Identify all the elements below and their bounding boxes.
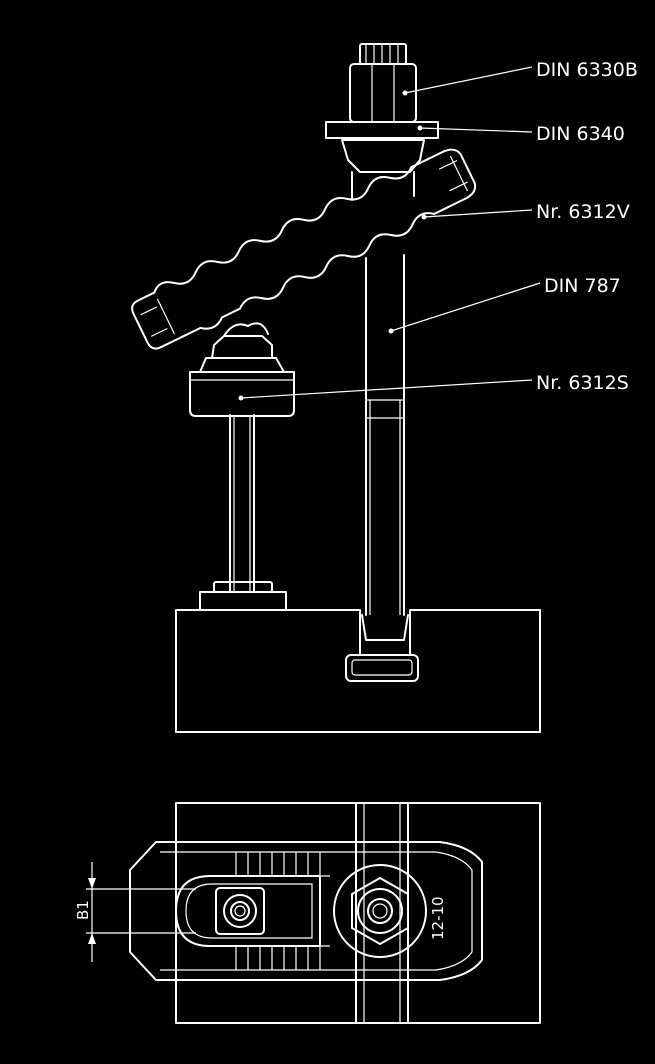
label-nr-6312v: Nr. 6312V xyxy=(536,201,630,223)
part-marking: 12-10 xyxy=(429,896,447,940)
clamp-bar xyxy=(131,148,477,350)
t-slot-nut xyxy=(345,654,419,682)
label-nr-6312s: Nr. 6312S xyxy=(536,372,629,394)
top-view: 12-10 B1 xyxy=(74,802,541,1024)
support-column xyxy=(199,414,287,611)
label-din-787: DIN 787 xyxy=(544,275,621,297)
stud xyxy=(361,254,409,641)
label-din-6340: DIN 6340 xyxy=(536,123,625,145)
leaders xyxy=(238,66,541,401)
side-view: DIN 6330B DIN 6340 Nr. 6312V DIN 787 Nr.… xyxy=(131,43,638,733)
clamp-body-top xyxy=(129,841,483,981)
label-din-6330b: DIN 6330B xyxy=(536,59,638,81)
support-foot xyxy=(189,322,295,417)
washer-top xyxy=(333,864,427,958)
base-block xyxy=(175,609,541,733)
dimension-b1-label: B1 xyxy=(74,900,92,920)
nut-washer xyxy=(325,43,439,201)
dimension-b1: B1 xyxy=(74,862,196,962)
